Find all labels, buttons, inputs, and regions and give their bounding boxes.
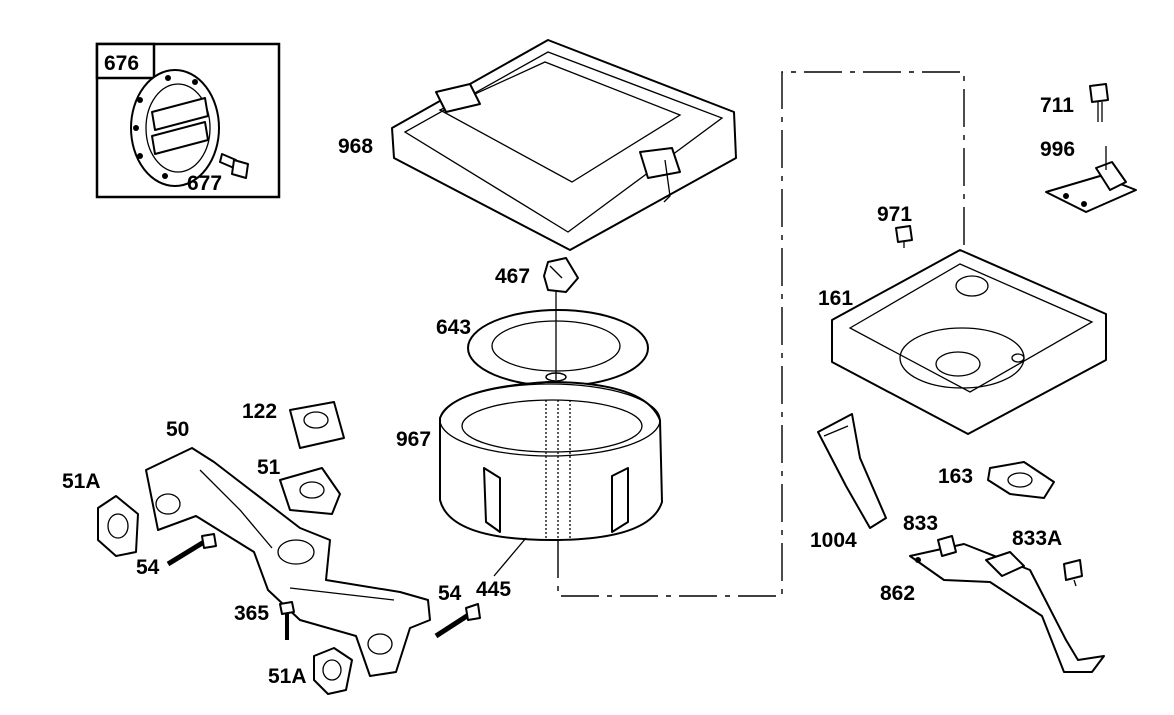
part-365-screw bbox=[279, 601, 295, 640]
callout-833: 833 bbox=[903, 512, 938, 535]
part-161-base bbox=[831, 249, 1107, 435]
part-1004-deflector bbox=[817, 413, 887, 529]
part-467-knob bbox=[543, 257, 579, 293]
part-711-bolt bbox=[1089, 83, 1109, 122]
part-51A-gasket-bottom bbox=[313, 647, 353, 695]
part-122-spacer bbox=[289, 401, 345, 449]
callout-862: 862 bbox=[880, 582, 915, 605]
part-971-screw bbox=[895, 225, 913, 248]
callout-54-right: 54 bbox=[438, 582, 462, 605]
callout-968: 968 bbox=[338, 135, 373, 158]
part-996-bracket bbox=[1045, 146, 1137, 213]
part-968-cover bbox=[391, 39, 737, 251]
part-643-precleaner bbox=[467, 309, 649, 387]
part-50-manifold bbox=[145, 447, 431, 677]
callout-971: 971 bbox=[877, 203, 912, 226]
part-967-filter-element bbox=[439, 290, 663, 541]
part-833A-screw bbox=[1063, 559, 1083, 587]
callout-833A: 833A bbox=[1012, 527, 1062, 550]
part-51-gasket bbox=[279, 467, 341, 515]
callout-467: 467 bbox=[495, 265, 530, 288]
callout-711: 711 bbox=[1040, 94, 1074, 117]
part-833-screw bbox=[937, 535, 957, 557]
assembly-dash-line bbox=[557, 71, 965, 597]
callout-643: 643 bbox=[436, 316, 471, 339]
callout-51: 51 bbox=[257, 456, 281, 479]
leader-445 bbox=[493, 537, 527, 577]
callout-51A-top: 51A bbox=[62, 470, 101, 493]
callout-54-left: 54 bbox=[136, 556, 160, 579]
callout-50: 50 bbox=[166, 418, 189, 441]
callout-996: 996 bbox=[1040, 138, 1075, 161]
callout-967: 967 bbox=[396, 428, 431, 451]
callout-677: 677 bbox=[187, 172, 222, 195]
callout-122: 122 bbox=[242, 400, 277, 423]
part-54-screw-left bbox=[166, 533, 217, 567]
callout-676: 676 bbox=[104, 52, 139, 75]
callout-51A-bottom: 51A bbox=[268, 665, 307, 688]
inset-box-676 bbox=[95, 42, 281, 199]
part-163-gasket bbox=[987, 461, 1055, 499]
part-677-bolt bbox=[219, 153, 249, 179]
part-54-screw-right bbox=[434, 603, 481, 639]
callout-445: 445 bbox=[476, 578, 511, 601]
callout-1004: 1004 bbox=[810, 529, 857, 552]
part-862-bracket bbox=[909, 543, 1105, 673]
callout-365: 365 bbox=[234, 602, 269, 625]
part-51A-gasket-top bbox=[97, 495, 139, 557]
callout-163: 163 bbox=[938, 465, 973, 488]
callout-161: 161 bbox=[818, 287, 853, 310]
part-676-cover-plate bbox=[130, 69, 220, 187]
